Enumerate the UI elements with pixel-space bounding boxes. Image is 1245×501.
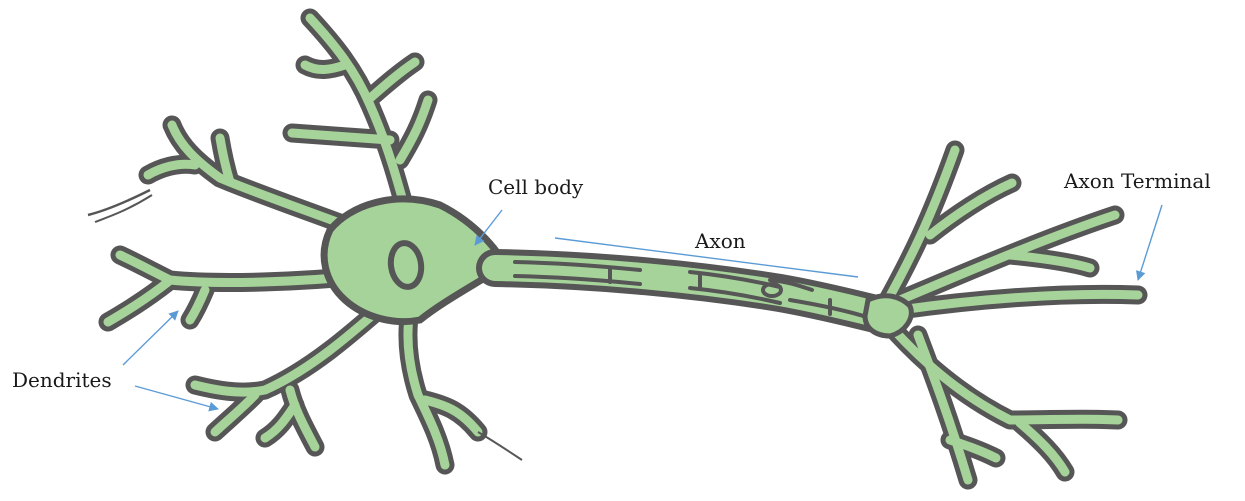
lower-fibre — [478, 432, 522, 460]
dendrites-label: Dendrites — [12, 368, 112, 392]
axon-terminal-junction — [865, 296, 911, 336]
axon-terminal-label: Axon Terminal — [1063, 169, 1211, 193]
axon-terminal-pointer — [1138, 205, 1162, 280]
axon-myelin-sheath — [495, 262, 880, 318]
axon-label: Axon — [694, 229, 746, 253]
dendrites-pointer-upper — [123, 311, 178, 365]
neuron-membrane-outline — [108, 18, 1138, 480]
cell-body-label: Cell body — [488, 175, 584, 199]
left-fibre-2 — [95, 195, 152, 222]
